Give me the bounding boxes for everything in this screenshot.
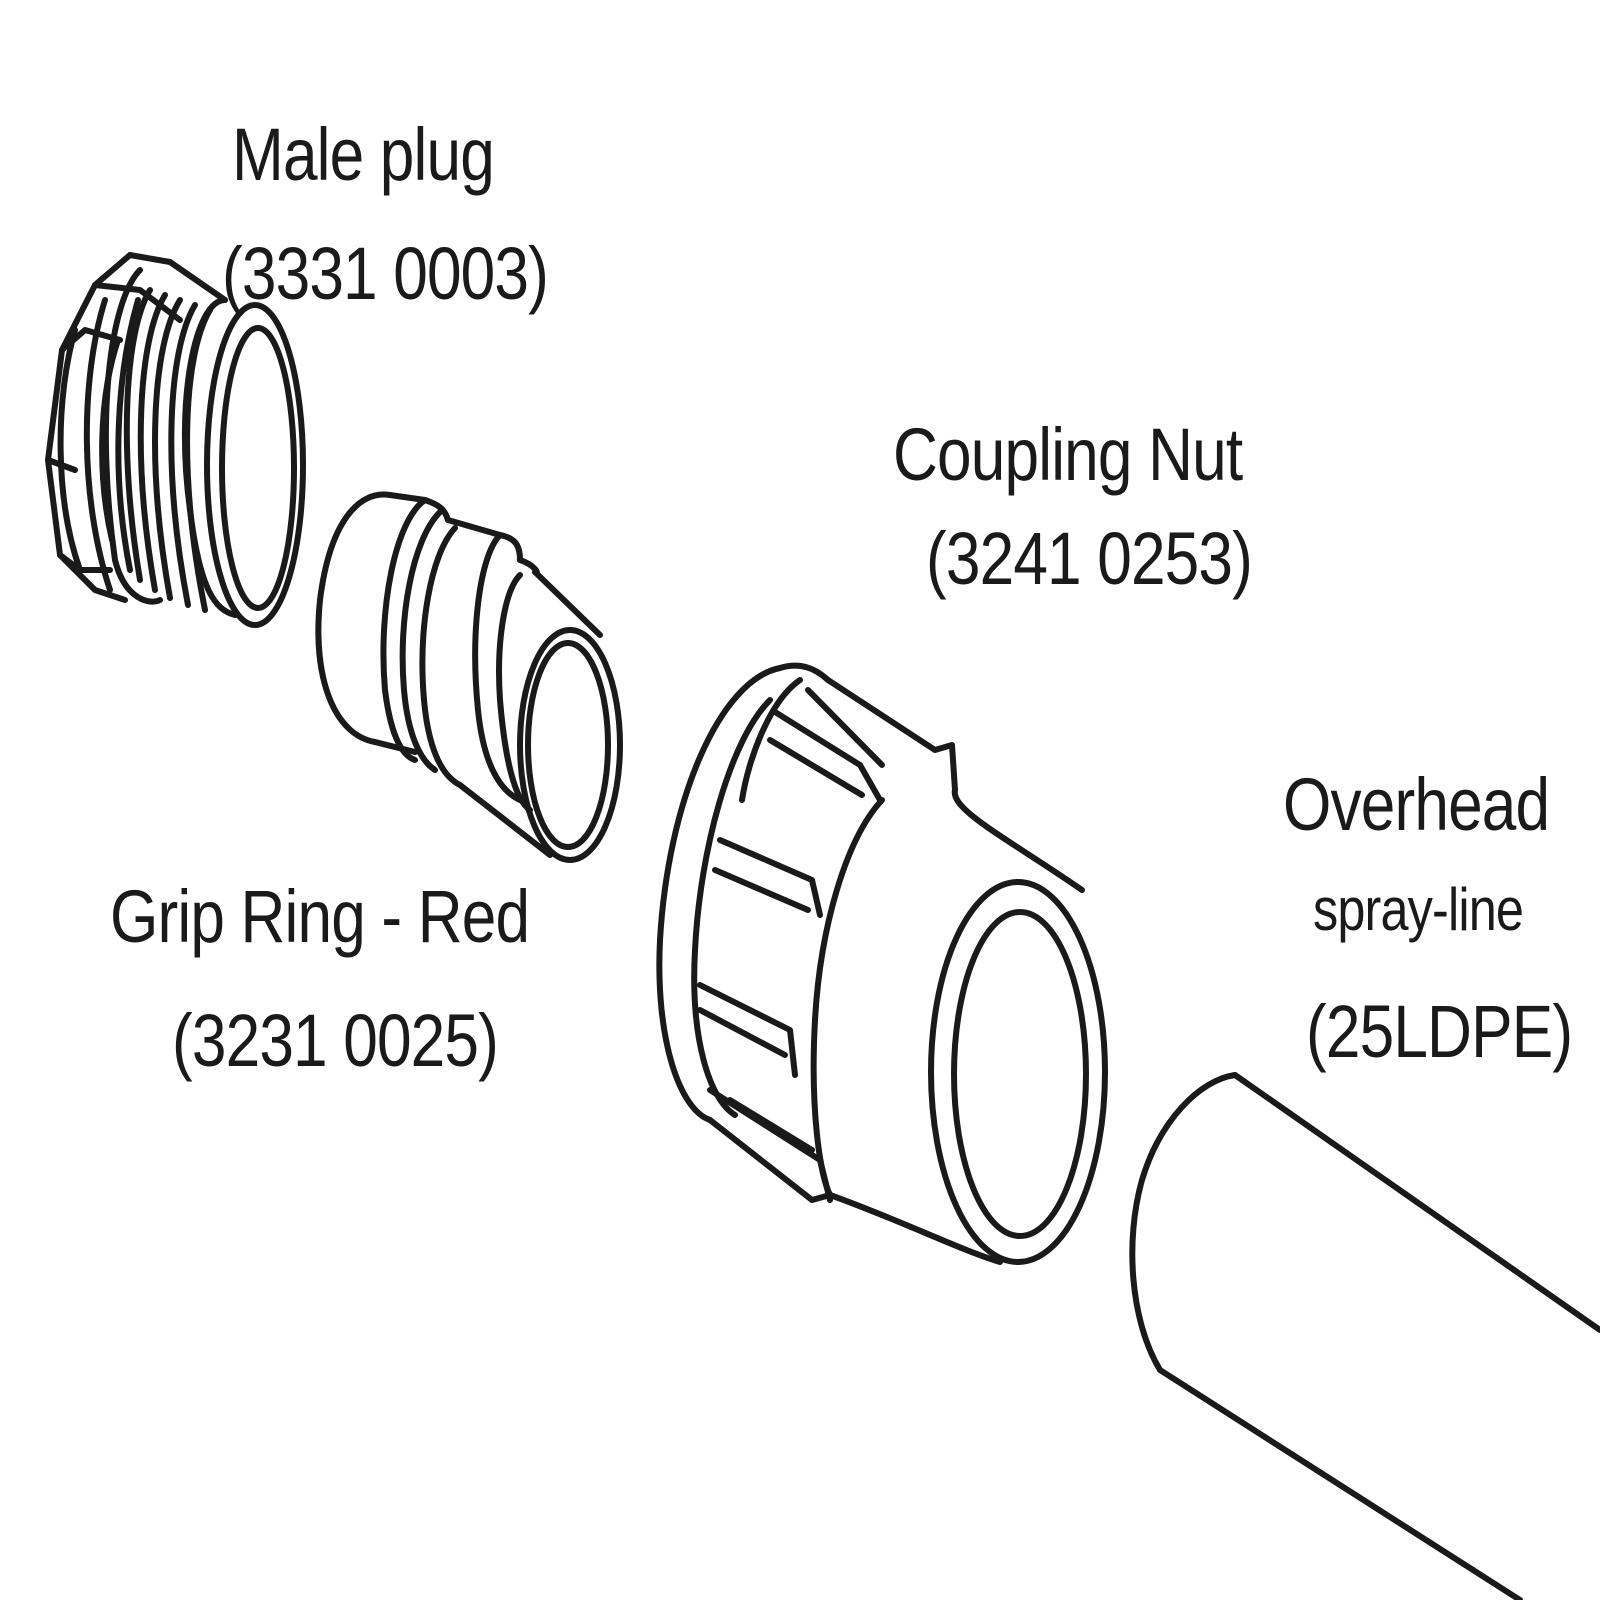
male-plug-label: Male plug: [232, 113, 495, 196]
male-plug-drawing: [45, 252, 306, 628]
coupling-nut-drawing: [656, 662, 1108, 1265]
coupling-nut-code: (3241 0253): [926, 517, 1253, 600]
coupling-nut-label: Coupling Nut: [893, 413, 1243, 496]
spray-line-code: (25LDPE): [1306, 990, 1573, 1073]
grip-ring-drawing: [315, 491, 623, 863]
grip-ring-code: (3231 0025): [172, 999, 499, 1082]
grip-ring-label: Grip Ring - Red: [110, 875, 530, 958]
spray-line-pipe-drawing: [1129, 1072, 1600, 1603]
male-plug-code: (3331 0003): [222, 232, 549, 315]
spray-line-sublabel: spray-line: [1313, 876, 1524, 943]
spray-line-label: Overhead: [1283, 763, 1550, 846]
